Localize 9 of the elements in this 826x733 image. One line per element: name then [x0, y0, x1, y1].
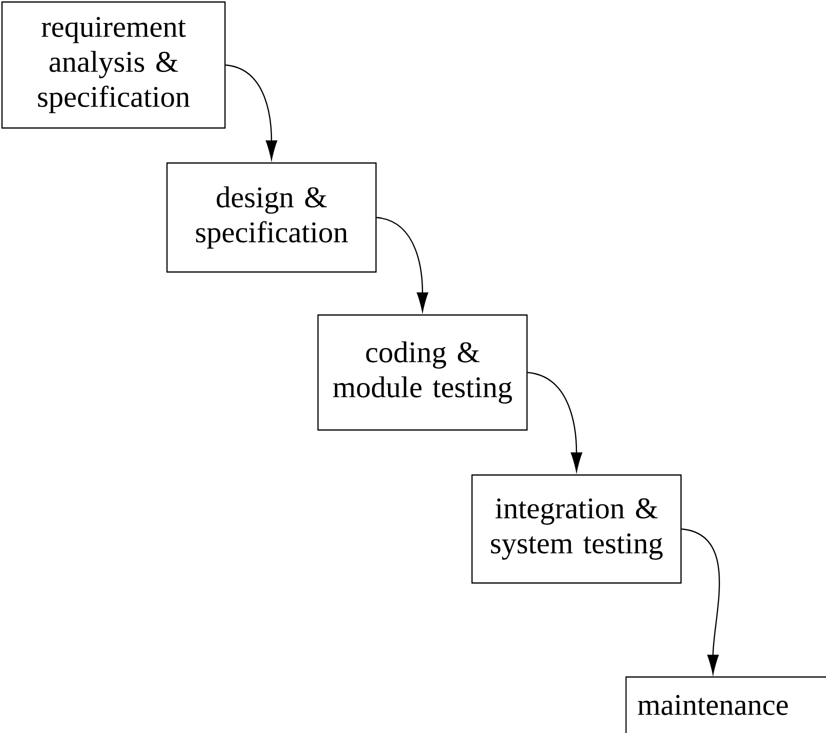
arrow — [528, 372, 582, 472]
process-box: design & specification — [166, 162, 377, 273]
arrow — [376, 216, 428, 312]
process-box: integration & system testing — [471, 474, 682, 584]
process-box: requirement analysis & specification — [1, 1, 226, 129]
arrow — [226, 64, 278, 160]
process-box: maintenance — [625, 676, 826, 733]
process-box: coding & module testing — [317, 314, 528, 431]
arrow — [681, 528, 720, 674]
